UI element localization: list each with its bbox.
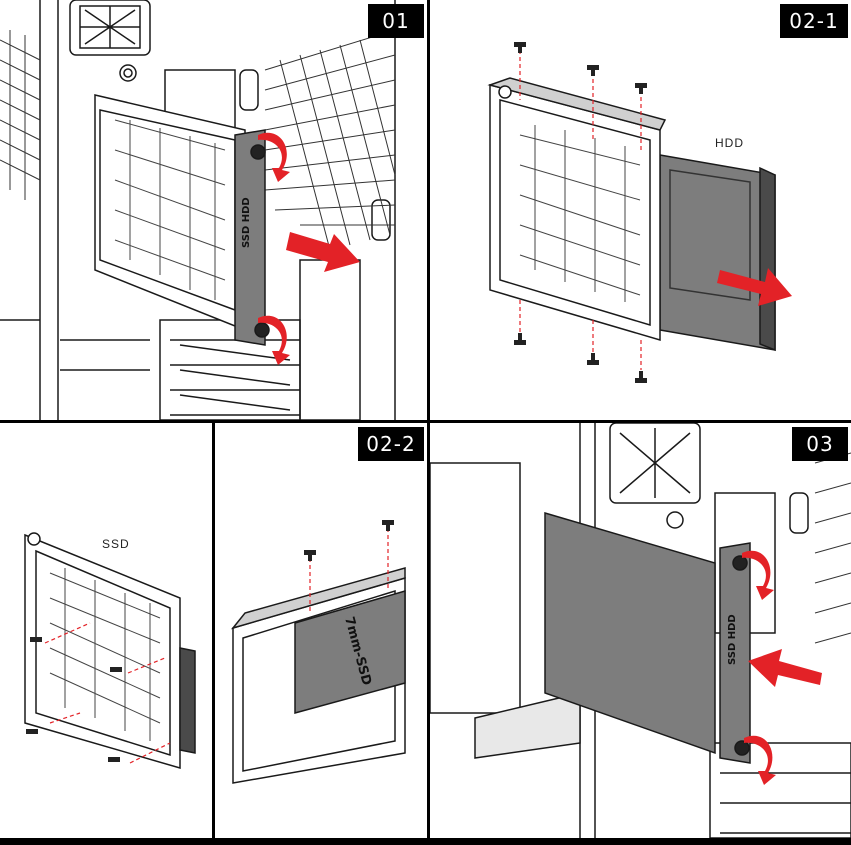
panel-step-03: SSD HDD 03 [430,423,851,838]
ssd-bracket-illustration [24,532,196,769]
ssd-caption: SSD [102,537,130,551]
rotate-arrow-bottom [258,315,290,365]
panel-ssd-bracket: SSD [0,423,212,838]
hdd-caption: HDD [715,136,744,150]
rotate-arrow-bottom-step3 [744,735,776,785]
hdd-mount-illustration [487,42,792,383]
bracket-mark-step3: SSD HDD [727,614,738,665]
rotate-arrow-top-step3 [742,550,774,600]
pull-arrow [286,232,360,272]
bracket-install-illustration: SSD HDD [430,423,851,838]
panel-step-02-2: 7mm-SSD 02-2 [215,423,427,838]
panel-step-01: SSD HDD 01 [0,0,427,420]
step-badge-01: 01 [368,4,424,38]
step-badge-02-2: 02-2 [358,427,424,461]
panel-step-02-1: HDD 02-1 [430,0,851,420]
step-badge-03: 03 [792,427,848,461]
bracket-mark-step1: SSD HDD [241,197,252,248]
step-badge-02-1: 02-1 [780,4,848,38]
push-in-arrow [748,649,822,687]
ssd-mount-illustration: 7mm-SSD [230,520,406,784]
case-bracket-removal-illustration: SSD HDD [0,0,396,420]
rotate-arrow-top [258,132,290,182]
insert-arrow [717,268,792,306]
